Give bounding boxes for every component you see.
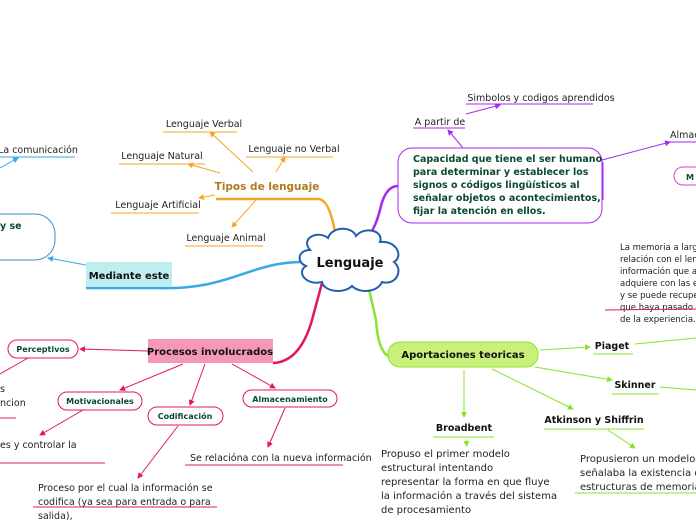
node-la-comunicacion[interactable]: La comunicación (0, 145, 78, 156)
node-partial-box[interactable] (0, 213, 56, 261)
node-tipos[interactable]: Tipos de lenguaje (215, 181, 320, 193)
node-simbolos[interactable]: Simbolos y codigos aprendidos (467, 93, 614, 104)
atkinson-text: Propusieron un modelo señalaba la existe… (580, 454, 696, 493)
perceptivos-label: Perceptivos (16, 345, 69, 354)
broadbent-text: Propuso el primer modelo estructural int… (381, 449, 560, 516)
mediante-label: Mediante este (89, 271, 170, 282)
m-box-label: M (686, 173, 694, 182)
procesos-label: Procesos involucrados (147, 347, 273, 358)
node-m-box[interactable] (673, 166, 696, 186)
node-procesos[interactable] (148, 339, 273, 363)
node-mediante-este[interactable] (86, 262, 172, 287)
branch-procesos (272, 282, 324, 365)
node-a-partir-de[interactable]: A partir de (415, 117, 466, 128)
node-almacenamiento[interactable] (242, 389, 338, 408)
node-aportaciones[interactable] (387, 341, 539, 368)
capacidad-text: Capacidad que tiene el ser humano para d… (413, 154, 605, 217)
almacenamiento-label: Almacenamiento (252, 395, 328, 404)
node-codificacion[interactable] (147, 406, 224, 426)
node-piaget[interactable]: Piaget (595, 341, 630, 352)
motivacionales-text: es y controlar la (0, 440, 77, 451)
memoria-text: La memoria a larg relación con el len in… (620, 243, 696, 325)
node-broadbent[interactable]: Broadbent (436, 423, 493, 434)
codificacion-label: Codificación (158, 411, 213, 421)
node-capacidad[interactable] (397, 147, 603, 224)
branch-mediante (86, 260, 303, 290)
center-label: Lenguaje (317, 256, 384, 271)
almacenamiento-text: Se relacióna con la nueva información (190, 453, 372, 464)
node-lenguaje-verbal[interactable]: Lenguaje Verbal (166, 119, 242, 130)
node-lenguaje-natural[interactable]: Lenguaje Natural (121, 151, 202, 162)
node-skinner[interactable]: Skinner (614, 380, 655, 391)
node-motivacionales[interactable] (57, 391, 143, 411)
node-perceptivos[interactable] (7, 339, 79, 359)
node-atkinson[interactable]: Atkinson y Shiffrin (544, 415, 643, 426)
center-node-lenguaje[interactable] (298, 227, 400, 292)
node-lenguaje-no-verbal[interactable]: Lenguaje no Verbal (248, 144, 339, 155)
node-lenguaje-animal[interactable]: Lenguaje Animal (186, 233, 265, 244)
branch-aportaciones (366, 284, 389, 358)
codificacion-text: Proceso por el cual la información se co… (38, 483, 216, 520)
node-almac[interactable]: Almac (670, 130, 696, 141)
motivacionales-label: Motivacionales (66, 397, 134, 406)
aportaciones-label: Aportaciones teoricas (401, 350, 524, 361)
partial-box-text: y se (0, 221, 22, 232)
node-lenguaje-artificial[interactable]: Lenguaje Artificial (115, 200, 200, 211)
